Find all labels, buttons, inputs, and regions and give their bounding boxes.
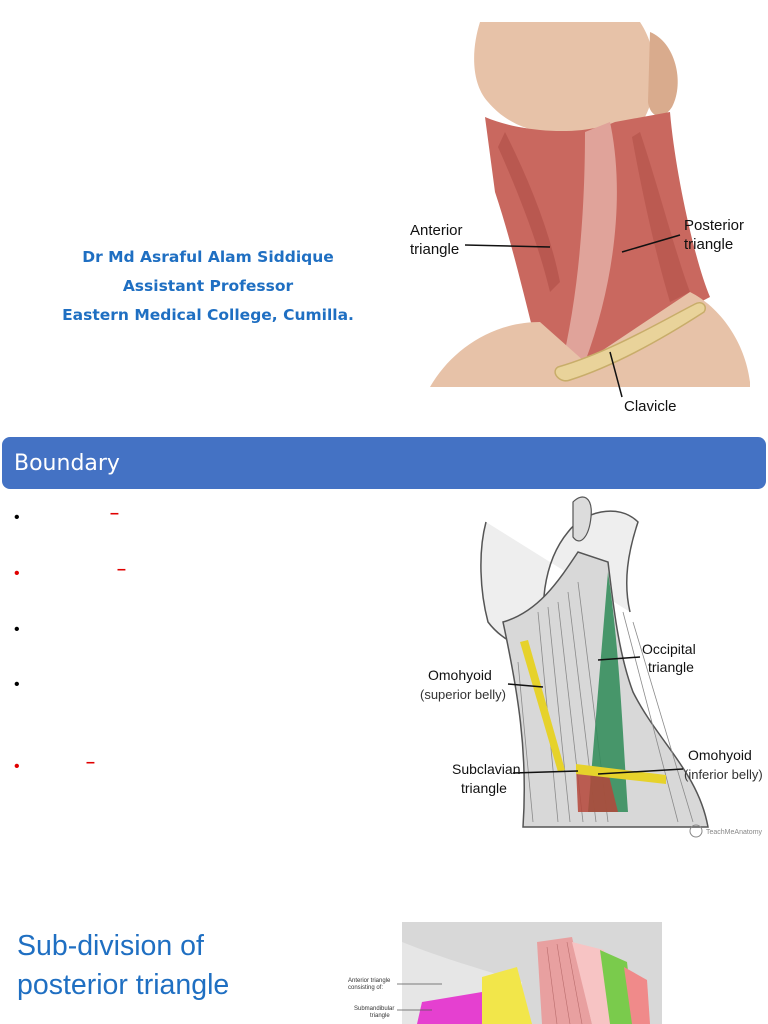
small-label-1-line2: consisting of: [348, 985, 383, 991]
anterior-label-line2: triangle [410, 241, 459, 258]
omohyoid-inferior-label-line1: Omohyoid [688, 747, 752, 763]
clavicle-label: Clavicle [624, 398, 677, 415]
occipital-label-line1: Occipital [642, 641, 696, 657]
credit-label: TeachMeAnatomy [706, 829, 763, 836]
dash-1: – [110, 505, 119, 522]
title-line-1: Sub-division of [17, 930, 204, 962]
omohyoid-inferior-label-line2: (inferior belly) [684, 767, 763, 782]
title-line-2: posterior triangle [17, 969, 230, 1001]
bullet-1: • [14, 509, 20, 526]
omohyoid-superior-label-line2: (superior belly) [420, 687, 506, 702]
author-title: Assistant Professor [122, 277, 294, 295]
subdivision-slide: Sub-division of posterior triangle Anter… [0, 880, 768, 1024]
posterior-label-line2: triangle [684, 236, 733, 253]
subclavian-label-line1: Subclavian [452, 761, 521, 777]
subclavian-label-line2: triangle [461, 780, 507, 796]
slide-title: Boundary [14, 451, 120, 476]
posterior-triangle-diagram: Occipital triangle Omohyoid (superior be… [408, 492, 768, 847]
bullet-5: • [14, 758, 20, 775]
dash-2: – [117, 561, 126, 578]
author-institution: Eastern Medical College, Cumilla. [62, 306, 354, 324]
posterior-label-line1: Posterior [684, 217, 744, 234]
copyright-icon [689, 824, 703, 838]
slide-title: Sub-division of posterior triangle [17, 927, 229, 1005]
occipital-label-line2: triangle [648, 659, 694, 675]
bullet-2: • [14, 565, 20, 582]
bullet-3: • [14, 621, 20, 638]
author-block: Dr Md Asraful Alam Siddique Assistant Pr… [48, 243, 368, 330]
neck-triangles-illustration: Anterior triangle Posterior triangle Cla… [410, 22, 755, 417]
omohyoid-superior-label-line1: Omohyoid [428, 667, 492, 683]
title-slide: Dr Md Asraful Alam Siddique Assistant Pr… [0, 0, 768, 425]
subdivision-diagram: Anterior triangle consisting of: Submand… [342, 922, 762, 1024]
author-name: Dr Md Asraful Alam Siddique [82, 248, 334, 266]
bullet-4: • [14, 676, 20, 693]
small-label-1-line1: Anterior triangle [348, 978, 391, 984]
small-label-2-line1: Submandibular [354, 1006, 394, 1012]
small-label-2-line2: triangle [370, 1013, 390, 1019]
title-bar: Boundary [2, 437, 766, 489]
boundary-slide: Boundary • – • – • • • – [0, 432, 768, 872]
anterior-label-line1: Anterior [410, 222, 463, 239]
dash-5: – [86, 754, 95, 771]
